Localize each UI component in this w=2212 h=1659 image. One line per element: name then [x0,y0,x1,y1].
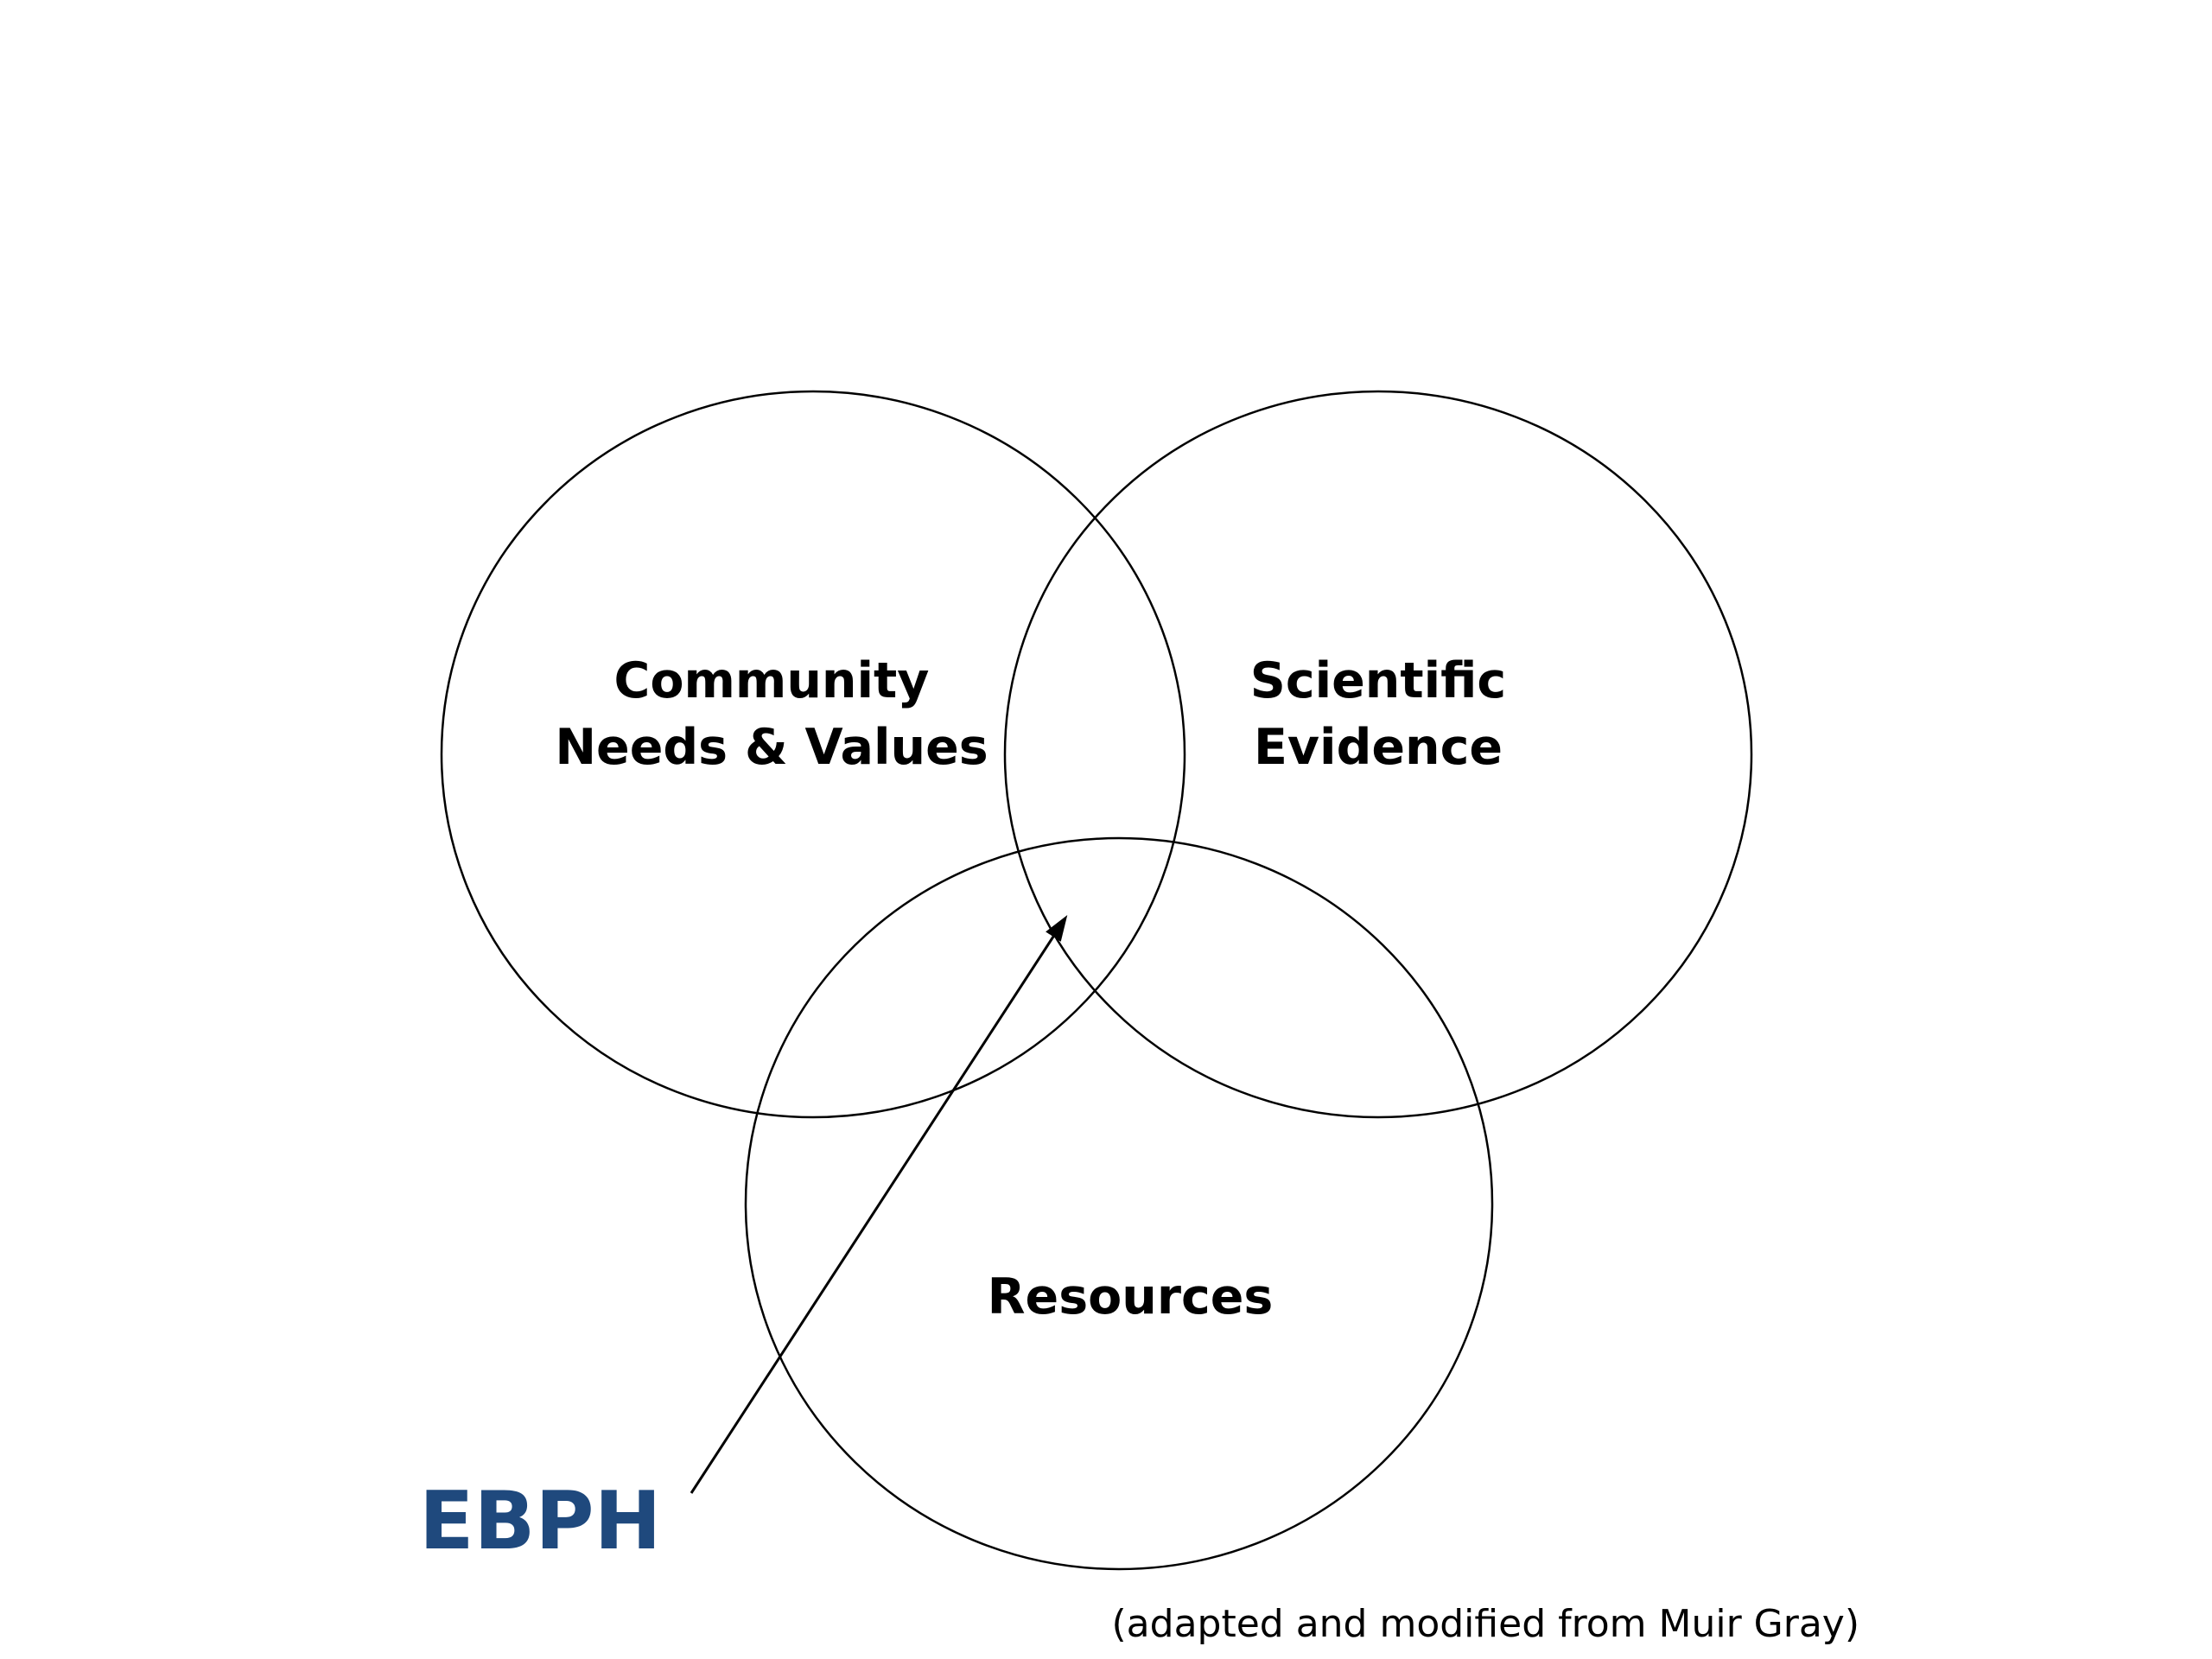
evidence-label-line1: Scientific [1250,652,1506,709]
source-caption: (adapted and modified from Muir Gray) [1112,1602,1859,1646]
evidence-label-line2: Evidence [1254,719,1503,776]
scientific-evidence-circle [1003,390,1753,1119]
resources-circle [744,836,1494,1571]
ebph-label: EBPH [419,1474,661,1567]
community-label-line2: Needs & Values [555,719,988,776]
resources-label: Resources [988,1268,1274,1325]
ebph-arrow [690,914,1068,1494]
community-needs-circle [440,390,1186,1119]
community-label-line1: Community [614,652,930,709]
